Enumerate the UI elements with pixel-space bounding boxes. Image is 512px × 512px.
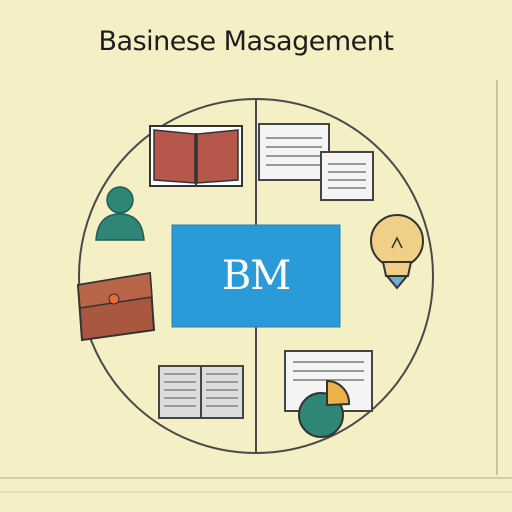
briefcase-icon	[76, 271, 156, 342]
page-frame	[0, 80, 512, 493]
lightbulb-icon	[370, 214, 424, 290]
gray-book-icon	[158, 365, 244, 419]
center-box-label: BM	[221, 253, 291, 299]
report-chart-icon	[284, 350, 373, 438]
center-box	[171, 224, 341, 328]
open-book-icon	[149, 125, 243, 187]
page-title: Basinese Masagement	[98, 26, 394, 57]
documents-icon	[258, 123, 374, 201]
person-icon	[95, 186, 145, 241]
